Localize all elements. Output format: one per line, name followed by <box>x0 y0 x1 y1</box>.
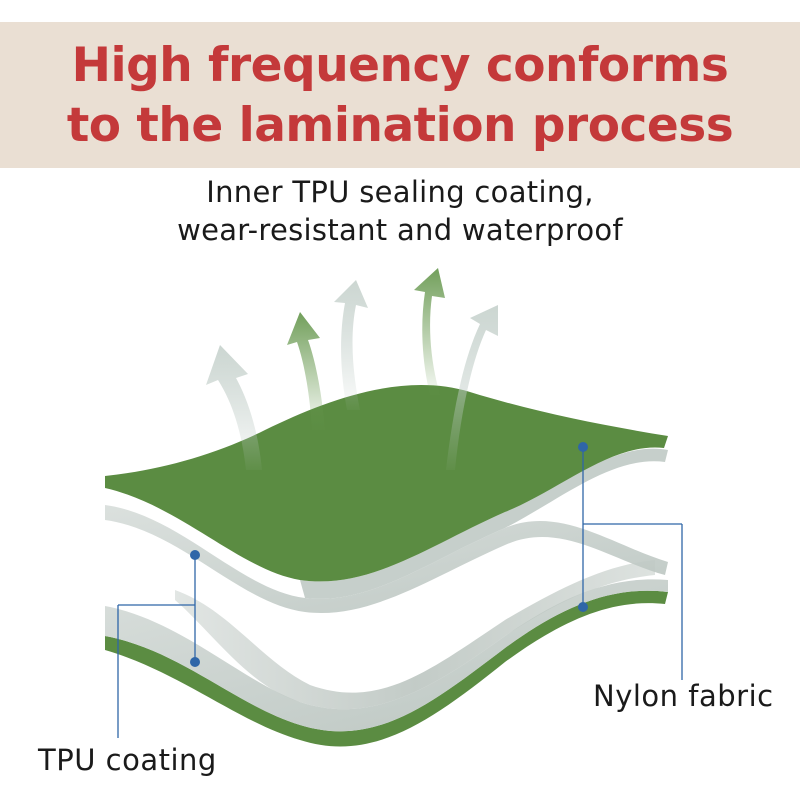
vapor-arrow-1 <box>206 345 262 470</box>
page-title-line-2: to the lamination process <box>66 98 734 153</box>
page-title-line-1: High frequency conforms <box>71 38 729 93</box>
title-banner <box>0 22 800 168</box>
inner-coating-caption-line-1: Inner TPU sealing coating, <box>206 175 594 209</box>
vapor-arrow-2 <box>287 312 325 430</box>
nylon-bottom-marker-dot <box>578 602 588 612</box>
vapor-arrows <box>206 268 498 470</box>
tpu-top-marker-dot <box>190 550 200 560</box>
inner-coating-caption-line-2: wear-resistant and waterproof <box>177 213 623 247</box>
bottom-tpu-layer <box>105 579 668 732</box>
nylon-fabric-leader <box>582 447 683 680</box>
bottom-nylon-layer <box>105 590 668 747</box>
lamination-core <box>175 560 655 710</box>
vapor-arrow-3 <box>334 280 368 410</box>
tpu-coating-leader <box>117 555 196 738</box>
nylon-fabric-label: Nylon fabric <box>593 679 774 713</box>
nylon-top-marker-dot <box>578 442 588 452</box>
tpu-coating-label: TPU coating <box>38 743 217 777</box>
tpu-bottom-marker-dot <box>190 657 200 667</box>
top-nylon-layer <box>105 384 668 582</box>
vapor-arrow-4 <box>414 268 445 395</box>
top-tpu-layer <box>300 448 668 599</box>
vapor-arrow-5 <box>446 305 498 470</box>
middle-tpu-layer <box>105 505 668 613</box>
